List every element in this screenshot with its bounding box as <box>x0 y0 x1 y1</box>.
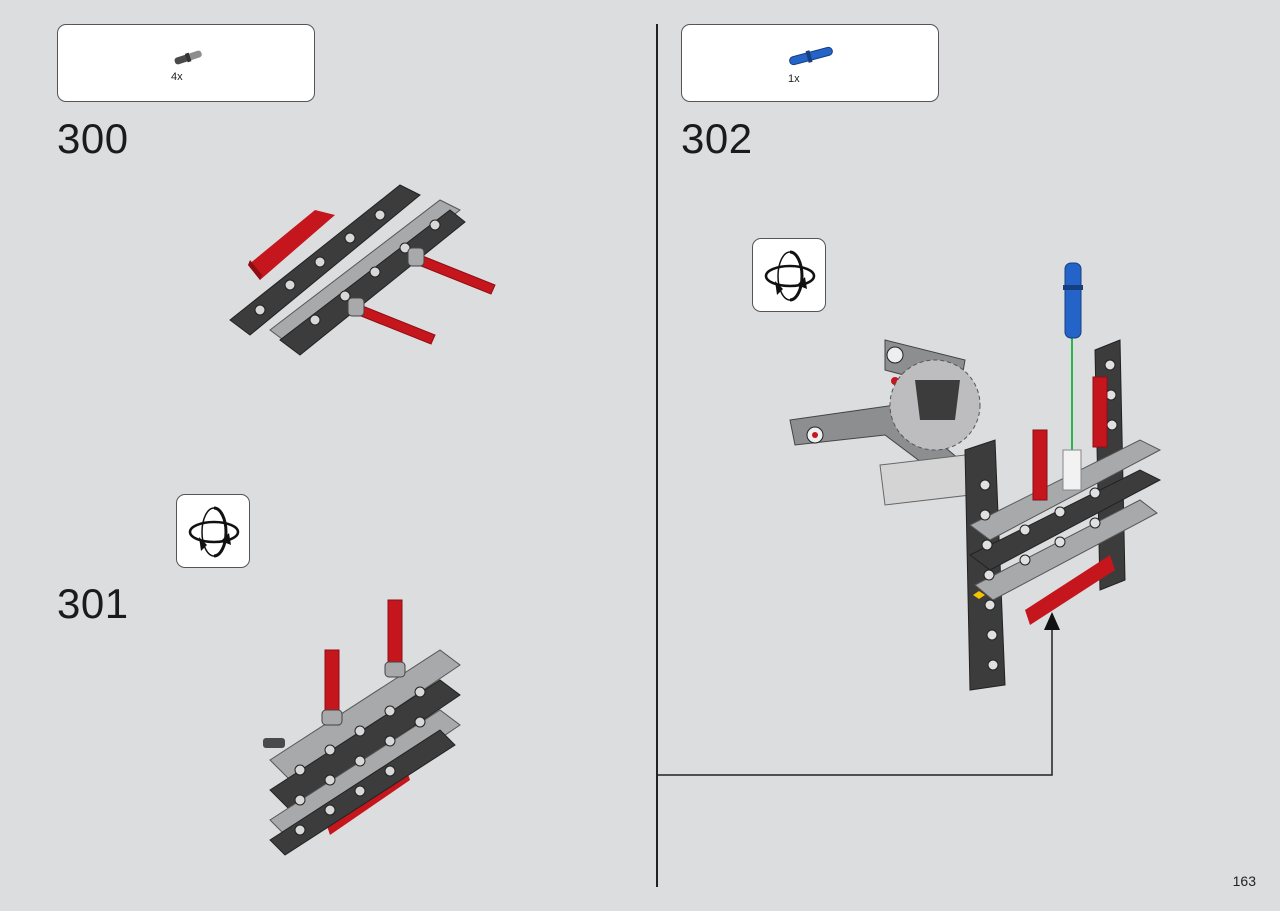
part-quantity: 4x <box>171 71 183 83</box>
step-number-301: 301 <box>57 580 129 627</box>
page-number: 163 <box>1232 873 1256 889</box>
model-step-302 <box>789 262 1162 691</box>
model-step-300 <box>229 184 496 356</box>
column-divider <box>656 24 658 887</box>
parts-list-302: 1x <box>681 24 939 102</box>
model-step-301 <box>263 599 461 856</box>
step-number-300: 300 <box>57 115 129 162</box>
rotate-model-icon <box>752 238 826 312</box>
step-number-302: 302 <box>681 115 753 162</box>
rotate-model-icon <box>176 494 250 568</box>
parts-list-300: 4x <box>57 24 315 102</box>
grey-pin-icon <box>174 50 202 65</box>
part-quantity: 1x <box>788 73 800 85</box>
blue-pin-icon <box>789 46 833 66</box>
